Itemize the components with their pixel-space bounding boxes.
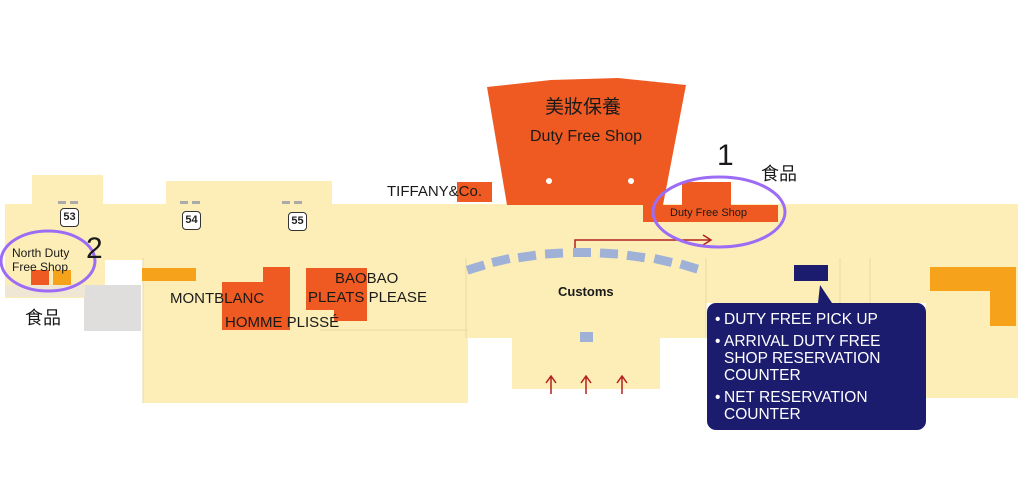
floor-plan <box>5 175 1018 403</box>
gate-55-badge: 55 <box>288 212 307 231</box>
highlight-circle-2 <box>0 229 97 293</box>
info-item-pickup: DUTY FREE PICK UP <box>715 311 926 328</box>
duty-free-pickup-counter[interactable] <box>794 265 828 281</box>
north-duty-free-label: North Duty Free Shop <box>12 246 70 274</box>
walkway-dashes <box>465 248 700 275</box>
info-item-reservation: ARRIVAL DUTY FREE SHOP RESERVATION COUNT… <box>715 333 926 384</box>
gate-54-badge: 54 <box>182 211 201 230</box>
baobao-pleats-please-store[interactable] <box>306 268 367 321</box>
montblanc-label: MONTBLANC <box>170 290 265 307</box>
montblanc-homme-plisse-store[interactable] <box>222 267 290 330</box>
floor-partitions <box>142 258 871 403</box>
store-entrance-dot <box>628 178 634 184</box>
flow-arrows <box>545 234 713 394</box>
food-label-1: 食品 <box>761 164 797 184</box>
north-duty-free-shop-b[interactable] <box>53 270 71 285</box>
pleats-please-label: PLEATS PLEASE <box>308 289 427 306</box>
gate-53-badge: 53 <box>60 208 79 227</box>
homme-plisse-label: HOMME PLISSÉ <box>225 314 340 331</box>
beauty-care-label: 美妝保養 <box>545 97 622 118</box>
duty-free-shop-1[interactable] <box>643 182 778 222</box>
info-box-pointer <box>818 285 832 303</box>
customs-label: Customs <box>558 284 614 299</box>
info-item-net-reservation: NET RESERVATION COUNTER <box>715 389 926 423</box>
duty-free-shop-1-label: Duty Free Shop <box>670 207 748 219</box>
gate-doors <box>58 201 302 204</box>
small-shop[interactable] <box>142 268 196 281</box>
north-duty-free-shop-a[interactable] <box>31 270 49 285</box>
tiffany-label: TIFFANY&Co. <box>387 183 483 200</box>
marker-2: 2 <box>86 232 103 265</box>
store-entrance-dot <box>546 178 552 184</box>
marker-1: 1 <box>717 139 734 172</box>
baobao-label: BAOBAO <box>335 270 399 287</box>
duty-free-main-label: Duty Free Shop <box>530 128 643 145</box>
food-label-2: 食品 <box>25 308 61 328</box>
info-box: DUTY FREE PICK UP ARRIVAL DUTY FREE SHOP… <box>707 303 926 430</box>
duty-free-main-store[interactable] <box>487 78 686 205</box>
right-duty-free-store[interactable] <box>930 267 1016 326</box>
customs-booth <box>580 332 593 342</box>
highlight-circle-1 <box>651 175 787 249</box>
service-area <box>84 285 141 331</box>
tiffany-store[interactable] <box>457 182 492 202</box>
